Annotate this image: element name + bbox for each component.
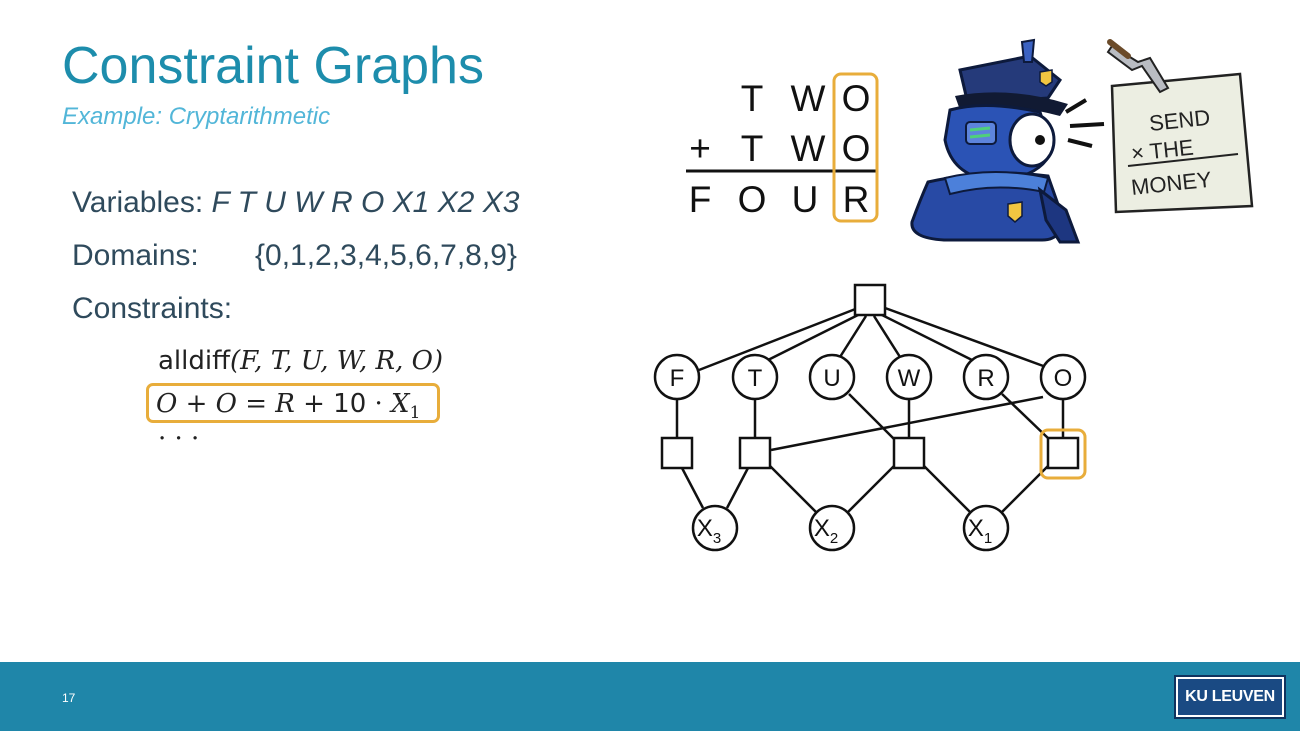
highlighted-constraint-box xyxy=(146,383,440,423)
puzzle-plus-sign: + xyxy=(689,128,711,169)
aux-node-X3 xyxy=(691,504,739,552)
edge-c2-X2 xyxy=(769,465,817,513)
label-X3: X3 xyxy=(697,515,721,547)
cryptarithmetic-puzzle: T W O + T W O F O U R xyxy=(686,72,879,223)
highlighted-constraint-node xyxy=(1039,428,1087,480)
variable-node-F xyxy=(653,353,701,401)
footer-bar xyxy=(0,662,1300,731)
sum-constraint: O + O = R + 10 · X1 xyxy=(156,389,420,423)
label-U: U xyxy=(823,365,840,392)
edge-alldiff-R xyxy=(879,312,973,362)
alldiff-constraint: alldiff(F, T, U, W, R, O) xyxy=(158,346,443,376)
slide-title: Constraint Graphs xyxy=(62,37,484,95)
puzzle-r1-c2: W xyxy=(791,78,826,119)
aux-node-X2 xyxy=(808,504,856,552)
constraint-node-3 xyxy=(892,436,926,470)
edge-c3-X2 xyxy=(847,465,895,513)
variables-line: Variables: F T U W R O X1 X2 X3 xyxy=(72,186,519,220)
sum-constraint-sub: 1 xyxy=(409,403,421,424)
variable-node-U xyxy=(808,353,856,401)
constraints-label: Constraints: xyxy=(72,292,233,325)
edge-alldiff-O xyxy=(884,306,1047,369)
robot-cop-illustration xyxy=(910,38,1105,244)
puzzle-r3-c1: F xyxy=(689,179,712,220)
sum-constraint-var: X xyxy=(391,389,410,419)
sum-constraint-constant: 10 xyxy=(333,389,367,419)
label-W: W xyxy=(898,365,921,392)
edge-c3-X1 xyxy=(923,465,971,513)
edge-alldiff-F xyxy=(698,306,859,372)
graph-labels: F T U W R O X3 X2 X1 xyxy=(670,365,1073,547)
edge-alldiff-W xyxy=(872,315,902,358)
edge-alldiff-U xyxy=(838,315,868,358)
constraint-node-1 xyxy=(660,436,694,470)
variable-node-W xyxy=(885,353,933,401)
domains-value: {0,1,2,3,4,5,6,7,8,9} xyxy=(255,239,517,272)
constraint-node-2 xyxy=(738,436,772,470)
sum-constraint-dot: · xyxy=(366,389,392,419)
alldiff-function: alldiff xyxy=(158,346,231,376)
domains-label: Domains: xyxy=(72,239,199,272)
page-number: 17 xyxy=(62,691,76,705)
puzzle-r2-c2: W xyxy=(791,128,826,169)
label-F: F xyxy=(670,365,685,392)
alldiff-constraint-node xyxy=(853,283,887,317)
ku-leuven-logo: KU LEUVEN xyxy=(1174,675,1286,719)
label-R: R xyxy=(977,365,994,392)
edge-U-c3 xyxy=(848,393,896,441)
puzzle-r1-c3: O xyxy=(842,78,871,119)
variables-value: F T U W R O X1 X2 X3 xyxy=(211,186,520,219)
label-X1: X1 xyxy=(968,515,992,547)
variable-node-O xyxy=(1039,353,1087,401)
variables-label: Variables: xyxy=(72,186,204,219)
puzzle-r2-c1: T xyxy=(741,128,764,169)
label-O: O xyxy=(1054,365,1073,392)
puzzle-r2-c3: O xyxy=(842,128,871,169)
puzzle-r1-c1: T xyxy=(741,78,764,119)
send-the-money-note: SEND × THE MONEY xyxy=(1106,39,1254,214)
edge-alldiff-T xyxy=(767,312,861,362)
slide-subtitle: Example: Cryptarithmetic xyxy=(62,103,331,130)
label-X2: X2 xyxy=(814,515,838,547)
puzzle-r3-c3: U xyxy=(792,179,819,220)
more-constraints-ellipsis: · · · xyxy=(158,424,200,454)
variable-node-T xyxy=(731,353,779,401)
constraint-graph xyxy=(653,283,1087,552)
edge-c1-X3 xyxy=(680,467,705,509)
edge-c2-X3 xyxy=(725,467,750,509)
alldiff-arguments: (F, T, U, W, R, O) xyxy=(230,346,444,376)
puzzle-r3-c2: O xyxy=(738,179,767,220)
puzzle-r3-c4: R xyxy=(843,179,870,220)
puzzle-column-highlight xyxy=(832,72,879,223)
sum-constraint-left: O + O = R + xyxy=(156,389,334,419)
aux-node-X1 xyxy=(962,504,1010,552)
constraint-node-4 xyxy=(1046,436,1080,470)
edge-O-c2 xyxy=(770,395,1044,452)
label-T: T xyxy=(748,365,763,392)
variable-node-R xyxy=(962,353,1010,401)
